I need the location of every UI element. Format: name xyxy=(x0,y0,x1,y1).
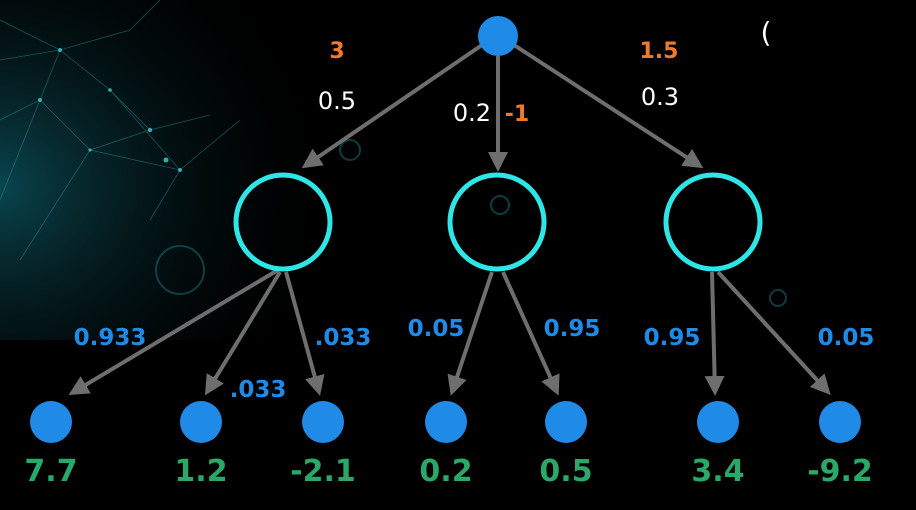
leaf-value-6: 3.4 xyxy=(691,454,744,489)
transition-prob-label-3: .033 xyxy=(315,325,372,351)
chance-node-2 xyxy=(447,172,547,272)
root-node xyxy=(478,16,518,56)
leaf-node-2 xyxy=(180,401,222,443)
action-prob-label-1: 0.5 xyxy=(318,87,356,115)
action-prob-label-3: 0.3 xyxy=(641,83,679,111)
transition-prob-label-4: 0.05 xyxy=(408,316,465,342)
leaf-value-4: 0.2 xyxy=(419,454,472,489)
leaf-value-5: 0.5 xyxy=(539,454,592,489)
reward-label-1: 3 xyxy=(329,39,344,64)
transition-prob-label-5: 0.95 xyxy=(544,316,601,342)
nodes xyxy=(30,16,861,443)
leaf-value-2: 1.2 xyxy=(174,454,227,489)
chance-node-1 xyxy=(233,172,333,272)
network-background xyxy=(0,0,787,340)
edge-chance-2-to-leaf-5 xyxy=(501,271,560,396)
edge-chance-1-to-leaf-2 xyxy=(204,270,282,396)
leaf-node-4 xyxy=(425,401,467,443)
edges xyxy=(68,43,831,396)
edge-chance-1-to-leaf-3 xyxy=(284,271,325,396)
leaf-value-3: -2.1 xyxy=(290,454,356,489)
stray-paren: ( xyxy=(761,16,772,49)
leaf-node-3 xyxy=(302,401,344,443)
leaf-node-5 xyxy=(545,401,587,443)
transition-prob-label-6: 0.95 xyxy=(644,325,701,351)
chance-node-3 xyxy=(663,172,763,272)
transition-prob-label-1: 0.933 xyxy=(74,325,147,351)
reward-label-2: -1 xyxy=(505,102,529,127)
edge-root-to-chance-1 xyxy=(301,43,484,169)
edge-root-to-chance-3 xyxy=(512,43,704,169)
leaf-node-6 xyxy=(697,401,739,443)
bottom-edge-labels: 0.933 .033 .033 0.05 0.95 0.95 0.05 xyxy=(74,316,875,403)
leaf-value-7: -9.2 xyxy=(807,454,873,489)
transition-prob-label-7: 0.05 xyxy=(818,325,875,351)
leaf-values: 7.7 1.2 -2.1 0.2 0.5 3.4 -9.2 xyxy=(24,454,872,489)
action-prob-label-2: 0.2 xyxy=(453,99,491,127)
leaf-node-1 xyxy=(30,401,72,443)
edge-chance-2-to-leaf-4 xyxy=(447,271,494,396)
top-edge-labels: 3 0.5 0.2 -1 1.5 0.3 ( xyxy=(318,16,772,127)
transition-prob-label-2: .033 xyxy=(230,377,287,403)
leaf-value-1: 7.7 xyxy=(24,454,77,489)
reward-label-3: 1.5 xyxy=(640,39,679,64)
edge-chance-1-to-leaf-1 xyxy=(68,268,280,396)
leaf-node-7 xyxy=(819,401,861,443)
edge-chance-3-to-leaf-7 xyxy=(716,270,831,395)
edge-chance-3-to-leaf-6 xyxy=(704,271,725,396)
